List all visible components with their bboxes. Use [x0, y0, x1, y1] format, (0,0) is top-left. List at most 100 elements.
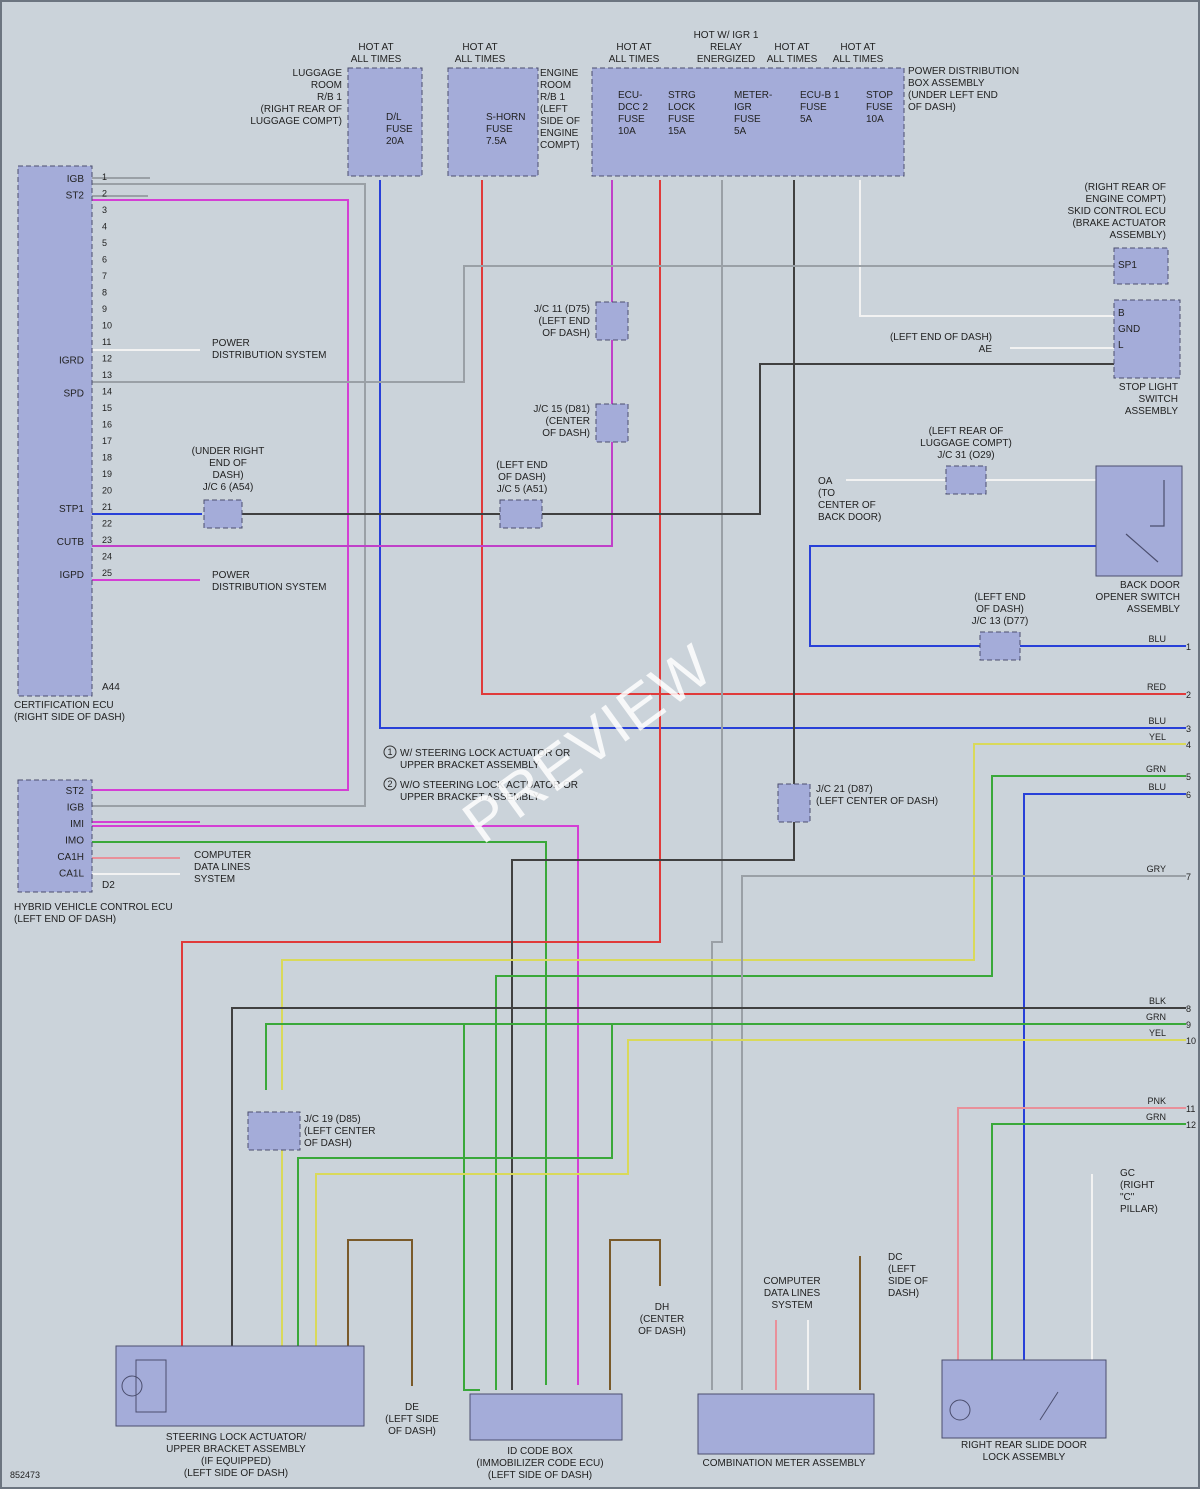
idbox-label: ID CODE BOX(IMMOBILIZER CODE ECU)(LEFT S… — [476, 1446, 603, 1481]
ground-ae-label: (LEFT END OF DASH) — [890, 332, 992, 343]
jc19-junction — [247, 1111, 301, 1151]
cert-pin-num: 3 — [102, 205, 107, 215]
edge-line-color: GRN — [1146, 1012, 1166, 1022]
wire-yel-10 — [315, 1039, 1186, 1360]
edge-line-color: BLU — [1148, 782, 1166, 792]
cert-pin-num: 18 — [102, 453, 112, 463]
hv-pin-name: IGB — [67, 803, 85, 814]
cert-pin-num: 21 — [102, 502, 112, 512]
edge-line-number: 4 — [1186, 740, 1191, 750]
steering-lock-actuator — [115, 1345, 365, 1427]
hv-ecu-title: HYBRID VEHICLE CONTROL ECU(LEFT END OF D… — [14, 902, 173, 925]
hv-pin-name: CA1L — [59, 869, 84, 880]
note-number: 1 — [387, 747, 392, 757]
cert-pin-num: 22 — [102, 519, 112, 529]
cert-pin-num: 25 — [102, 568, 112, 578]
engine-room-rb — [447, 67, 539, 177]
edge-line-color: BLU — [1148, 716, 1166, 726]
cert-pin-num: 13 — [102, 370, 112, 380]
cert-pin-name: IGPD — [60, 570, 84, 581]
jc11-junction — [595, 301, 629, 341]
wire-blk-8 — [231, 1007, 1186, 1360]
cert-pin-num: 16 — [102, 420, 112, 430]
edge-line-number: 6 — [1186, 790, 1191, 800]
stop-light-switch — [1113, 299, 1181, 379]
note-number: 2 — [387, 779, 392, 789]
wire-grn-12 — [991, 1123, 1186, 1360]
cert-pin-name: ST2 — [66, 191, 85, 202]
cert-pin-num: 19 — [102, 469, 112, 479]
wire-blu-6 — [1023, 793, 1186, 1360]
cert-connector: A44 — [102, 682, 120, 693]
stop-switch-pin: GND — [1118, 324, 1140, 335]
edge-line-number: 10 — [1186, 1036, 1196, 1046]
cert-pin-num: 14 — [102, 387, 112, 397]
edge-line-color: BLK — [1149, 996, 1166, 1006]
jc6-junction — [203, 499, 243, 529]
wire-wht-stop — [859, 180, 1116, 317]
edge-line-color: GRY — [1147, 864, 1166, 874]
edge-line-number: 5 — [1186, 772, 1191, 782]
wire-pnk-11 — [957, 1107, 1186, 1360]
cert-pin-num: 17 — [102, 436, 112, 446]
cert-pin-name: STP1 — [59, 504, 84, 515]
cert-pin-num: 20 — [102, 486, 112, 496]
cert-pin-name: SPD — [63, 389, 84, 400]
ground-gc-label: GC(RIGHT"C"PILLAR) — [1120, 1168, 1158, 1215]
cert-ecu-title: CERTIFICATION ECU(RIGHT SIDE OF DASH) — [14, 700, 125, 723]
edge-line-color: GRN — [1146, 1112, 1166, 1122]
stop-switch-pin: B — [1118, 308, 1125, 319]
wire-red-horn-2 — [481, 180, 1186, 695]
edge-line-number: 3 — [1186, 724, 1191, 734]
switch-symbol — [1125, 480, 1165, 563]
hv-pin-name: CA1H — [57, 852, 84, 863]
wire-gry-igb — [92, 183, 366, 807]
hv-pin-name: ST2 — [66, 786, 85, 797]
wire-vio-st2 — [92, 199, 349, 791]
id-code-box — [469, 1393, 623, 1441]
edge-line-number: 2 — [1186, 690, 1191, 700]
wire-gry-7 — [741, 875, 1186, 1390]
edge-line-color: GRN — [1146, 764, 1166, 774]
cert-pin-num: 10 — [102, 321, 112, 331]
wire-grn-9 — [265, 1023, 1186, 1090]
wire-grn-imo-efii — [92, 841, 547, 1385]
edge-line-color: BLU — [1148, 634, 1166, 644]
cert-pin-num: 7 — [102, 271, 107, 281]
cert-pin-num: 9 — [102, 304, 107, 314]
cert-pin-num: 1 — [102, 172, 107, 182]
edge-line-color: YEL — [1149, 1028, 1166, 1038]
hybrid-vehicle-control-ecu — [17, 779, 93, 893]
labels: CERTIFICATION ECU(RIGHT SIDE OF DASH) IGB… — [14, 30, 1196, 1481]
jc21-junction — [777, 783, 811, 823]
note-marker — [383, 745, 397, 759]
certification-ecu — [17, 165, 93, 697]
wire-gry-meter — [711, 180, 723, 1390]
edge-line-number: 1 — [1186, 642, 1191, 652]
hv-connector: D2 — [102, 880, 115, 891]
